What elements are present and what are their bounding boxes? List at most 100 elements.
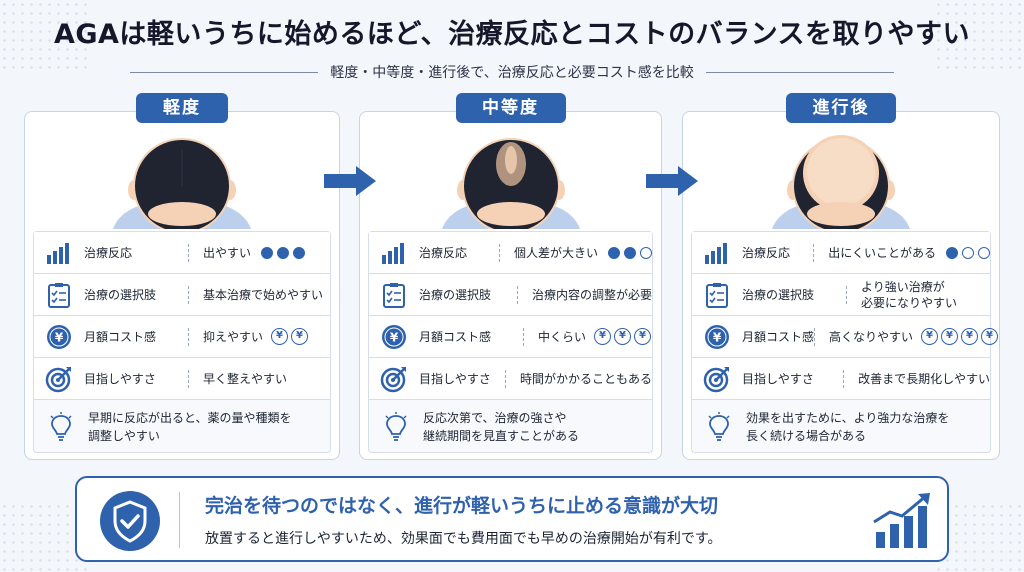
note-text: 効果を出すために、より強力な治療を 長く続ける場合がある bbox=[746, 409, 949, 445]
row-options: 治療の選択肢 基本治療で始めやすい bbox=[34, 274, 330, 316]
row-options: 治療の選択肢 より強い治療が必要になりやすい bbox=[692, 274, 990, 316]
response-value: 出にくいことがある bbox=[828, 245, 936, 260]
lightbulb-icon bbox=[46, 412, 76, 442]
cost-value: 抑えやすい bbox=[203, 329, 264, 344]
yen-coin-icon: ¥ bbox=[614, 328, 632, 345]
rating-dot bbox=[608, 246, 620, 259]
goal-value: 改善まで長期化しやすい bbox=[858, 371, 990, 386]
target-icon bbox=[702, 364, 732, 394]
goal-value: 時間がかかることもある bbox=[519, 371, 652, 386]
row-response: 治療反応 出にくいことがある bbox=[692, 232, 990, 274]
conclusion-banner: 完治を待つのではなく、進行が軽いうちに止める意識が大切 放置すると進行しやすいた… bbox=[75, 476, 949, 562]
note-line1: 効果を出すために、より強力な治療を bbox=[746, 411, 950, 425]
row-goal: 目指しやすさ 時間がかかることもある bbox=[369, 358, 652, 400]
row-cost: ¥ 月額コスト感 高くなりやすい ¥¥¥¥ bbox=[692, 316, 999, 358]
rating-dot bbox=[277, 246, 290, 259]
stage-note: 早期に反応が出ると、薬の量や種類を 調整しやすい bbox=[34, 400, 330, 454]
decor-dots bbox=[934, 502, 1024, 572]
stage-note: 反応次第で、治療の強さや 継続期間を見直すことがある bbox=[369, 400, 652, 454]
yen-coin-icon: ¥ bbox=[379, 322, 409, 352]
stage-tag: 中等度 bbox=[455, 93, 566, 123]
yen-coin-icon: ¥ bbox=[961, 328, 979, 345]
row-goal: 目指しやすさ 改善まで長期化しやすい bbox=[692, 358, 990, 400]
yen-coin-icon: ¥ bbox=[941, 328, 959, 345]
checklist-icon bbox=[44, 280, 74, 310]
yen-coin-icon: ¥ bbox=[634, 328, 652, 345]
banner-headline: 完治を待つのではなく、進行が軽いうちに止める意識が大切 bbox=[205, 495, 719, 517]
checklist-icon bbox=[702, 280, 732, 310]
note-line2: 調整しやすい bbox=[88, 429, 160, 443]
note-line1: 早期に反応が出ると、薬の量や種類を bbox=[88, 411, 292, 425]
cost-value: 高くなりやすい bbox=[829, 329, 914, 344]
note-text: 早期に反応が出ると、薬の量や種類を 調整しやすい bbox=[88, 409, 292, 445]
yen-coin-icon: ¥ bbox=[702, 322, 732, 352]
note-line1: 反応次第で、治療の強さや bbox=[423, 411, 567, 425]
head-illustration bbox=[25, 112, 339, 229]
divider bbox=[705, 71, 895, 73]
lightbulb-icon bbox=[704, 412, 734, 442]
svg-text:¥: ¥ bbox=[713, 330, 722, 344]
row-response: 治療反応 出やすい bbox=[34, 232, 330, 274]
response-rating bbox=[261, 246, 306, 259]
options-value: より強い治療が必要になりやすい bbox=[861, 279, 957, 311]
note-line2: 継続期間を見直すことがある bbox=[423, 429, 580, 443]
row-options: 治療の選択肢 治療内容の調整が必要 bbox=[369, 274, 652, 316]
target-icon bbox=[379, 364, 409, 394]
stage-tag: 軽度 bbox=[136, 93, 228, 123]
arrow-right-icon bbox=[324, 166, 376, 196]
row-response: 治療反応 個人差が大きい bbox=[369, 232, 652, 274]
cost-label: 月額コスト感 bbox=[419, 330, 492, 344]
rating-dot bbox=[640, 246, 652, 259]
stage-card: 治療反応 出やすい 治療の選択肢 基本治療で始めやすい ¥ 月額コスト感 抑えや… bbox=[24, 111, 340, 460]
yen-coin-icon: ¥ bbox=[921, 328, 939, 345]
bar-chart-icon bbox=[44, 238, 74, 268]
goal-label: 目指しやすさ bbox=[84, 372, 156, 386]
note-text: 反応次第で、治療の強さや 継続期間を見直すことがある bbox=[423, 409, 579, 445]
banner-body: 放置すると進行しやすいため、効果面でも費用面でも早めの治療開始が有利です。 bbox=[205, 531, 722, 547]
response-label: 治療反応 bbox=[84, 246, 133, 260]
row-cost: ¥ 月額コスト感 中くらい ¥¥¥ bbox=[369, 316, 652, 358]
stage-tag: 進行後 bbox=[786, 93, 896, 123]
stage-table: 治療反応 出にくいことがある 治療の選択肢 より強い治療が必要になりやすい ¥ … bbox=[691, 231, 999, 454]
cost-rating: ¥¥ bbox=[271, 328, 309, 345]
cost-value: 中くらい bbox=[538, 329, 587, 344]
options-value-line2: 必要になりやすい bbox=[861, 295, 958, 310]
options-label: 治療の選択肢 bbox=[419, 288, 492, 302]
svg-text:¥: ¥ bbox=[390, 330, 399, 344]
response-value: 出やすい bbox=[203, 245, 252, 260]
stage-note: 効果を出すために、より強力な治療を 長く続ける場合がある bbox=[692, 400, 990, 454]
bar-chart-icon bbox=[379, 238, 409, 268]
response-rating bbox=[946, 246, 990, 259]
response-rating bbox=[608, 246, 652, 259]
options-label: 治療の選択肢 bbox=[84, 288, 157, 302]
head-illustration bbox=[683, 112, 999, 229]
rating-dot bbox=[293, 246, 306, 259]
yen-coin-icon: ¥ bbox=[981, 328, 999, 345]
options-label: 治療の選択肢 bbox=[742, 288, 815, 302]
divider bbox=[130, 71, 319, 73]
target-icon bbox=[44, 364, 74, 394]
stage-table: 治療反応 出やすい 治療の選択肢 基本治療で始めやすい ¥ 月額コスト感 抑えや… bbox=[33, 231, 331, 453]
stage-card: 治療反応 個人差が大きい 治療の選択肢 治療内容の調整が必要 ¥ 月額コスト感 … bbox=[359, 111, 662, 460]
rating-dot bbox=[962, 246, 974, 259]
stage-card: 治療反応 出にくいことがある 治療の選択肢 より強い治療が必要になりやすい ¥ … bbox=[682, 111, 1000, 460]
cost-label: 月額コスト感 bbox=[742, 330, 815, 344]
decor-dots bbox=[934, 0, 1024, 70]
page-title: AGAは軽いうちに始めるほど、治療反応とコストのバランスを取りやすい bbox=[53, 19, 971, 50]
options-value-line1: より強い治療が bbox=[861, 279, 945, 294]
yen-coin-icon: ¥ bbox=[291, 328, 309, 345]
options-value: 治療内容の調整が必要 bbox=[531, 287, 652, 302]
arrow-right-icon bbox=[646, 166, 698, 196]
bar-chart-icon bbox=[702, 238, 732, 268]
row-cost: ¥ 月額コスト感 抑えやすい ¥¥ bbox=[34, 316, 330, 358]
stage-table: 治療反応 個人差が大きい 治療の選択肢 治療内容の調整が必要 ¥ 月額コスト感 … bbox=[368, 231, 653, 453]
cost-rating: ¥¥¥¥ bbox=[921, 328, 999, 345]
banner-divider bbox=[179, 492, 180, 548]
note-line2: 長く続ける場合がある bbox=[746, 429, 867, 443]
rating-dot bbox=[978, 246, 990, 259]
shield-check-icon bbox=[100, 491, 160, 551]
head-illustration bbox=[360, 112, 661, 229]
rating-dot bbox=[624, 246, 636, 259]
growth-chart-icon bbox=[873, 493, 930, 548]
options-value: 基本治療で始めやすい bbox=[203, 287, 324, 302]
